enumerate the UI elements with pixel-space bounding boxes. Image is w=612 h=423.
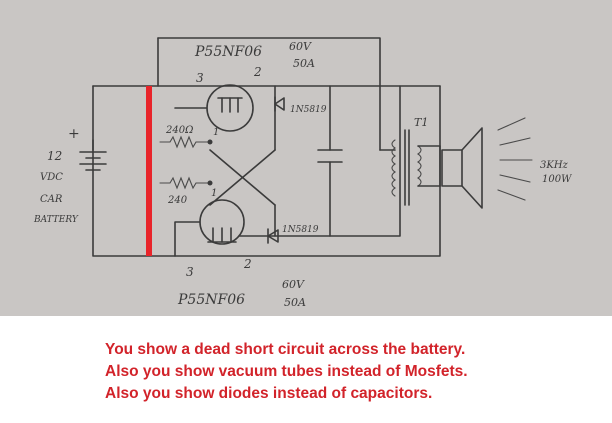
top-resistor-symbol <box>159 135 213 149</box>
bottom-resistor-pin-label: 1 <box>211 188 217 199</box>
battery-plus-label: + <box>68 126 80 142</box>
speaker-symbol <box>441 117 533 209</box>
top-mosfet-pin2-label: 2 <box>253 65 262 79</box>
top-mosfet-voltage-label: 60V <box>289 40 312 53</box>
battery-vdc-label: VDC <box>40 172 63 183</box>
battery-name-label: BATTERY <box>33 215 79 225</box>
top-diode-symbol <box>274 96 285 112</box>
output-power-label: 100W <box>542 174 572 185</box>
battery-car-label: CAR <box>40 194 63 205</box>
transformer-label: T1 <box>414 116 428 129</box>
top-mosfet-current-label: 50A <box>293 57 315 70</box>
bottom-mosfet-pin2-label: 2 <box>243 257 252 271</box>
battery-symbol <box>79 139 107 171</box>
top-resistor-label: 240Ω <box>165 125 193 136</box>
top-diode-label: 1N5819 <box>290 105 327 115</box>
short-circuit-highlight <box>146 86 152 256</box>
bottom-mosfet-voltage-label: 60V <box>282 278 305 291</box>
bottom-resistor-label: 240 <box>167 195 188 206</box>
bottom-mosfet-pin3-label: 3 <box>186 265 194 279</box>
note-diodes: Also you show diodes instead of capacito… <box>105 385 433 402</box>
bottom-diode-label: 1N5819 <box>282 225 319 235</box>
transformer-symbol <box>391 129 441 206</box>
bottom-resistor-symbol <box>159 176 213 190</box>
capacitor-symbol <box>317 149 343 163</box>
circuit-wires <box>92 37 441 257</box>
bottom-mosfet-part-label: P55NF06 <box>177 292 245 308</box>
note-vacuum-tubes: Also you show vacuum tubes instead of Mo… <box>105 363 468 380</box>
bottom-mosfet-current-label: 50A <box>284 296 306 309</box>
bottom-mosfet-symbol <box>174 199 245 257</box>
schematic-photo: P55NF06 60V 50A 3 2 3 2 P55NF06 60V 50A … <box>0 0 612 316</box>
note-short-circuit: You show a dead short circuit across the… <box>105 341 466 358</box>
battery-voltage-label: 12 <box>47 149 62 163</box>
top-mosfet-symbol <box>174 84 254 132</box>
output-frequency-label: 3KHz <box>540 160 569 171</box>
bottom-diode-symbol <box>267 228 279 244</box>
circuit-schematic: P55NF06 60V 50A 3 2 3 2 P55NF06 60V 50A … <box>33 37 572 309</box>
top-resistor-pin-label: 1 <box>213 127 219 138</box>
critique-notes: You show a dead short circuit across the… <box>105 339 605 405</box>
top-mosfet-pin3-label: 3 <box>196 71 204 85</box>
top-mosfet-part-label: P55NF06 <box>194 44 262 60</box>
